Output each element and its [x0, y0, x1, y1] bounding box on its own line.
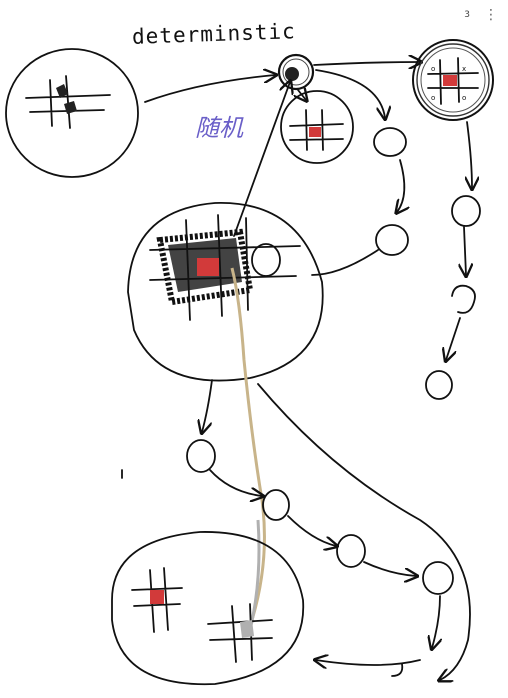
svg-text:x: x — [462, 65, 466, 73]
arrow-root-to-topright — [313, 62, 420, 65]
big-state-node — [127, 202, 324, 382]
down-node-2 — [262, 489, 290, 521]
chain-node-2 — [451, 284, 476, 314]
arrow-root-to-branch — [315, 69, 385, 118]
trail-line-tan — [230, 267, 266, 621]
down-node-4 — [422, 561, 454, 595]
arrow-branch-1-2 — [397, 159, 404, 212]
arrow-down-1-2 — [209, 469, 262, 496]
arrow-to-final-2 — [391, 663, 404, 677]
initial-state-node — [5, 48, 139, 178]
page-toolbar: 3 ⋮ — [464, 8, 498, 22]
root-node — [277, 53, 315, 91]
down-node-3 — [336, 534, 366, 568]
arrow-down-3-4 — [363, 561, 416, 576]
random-label: 随机 — [195, 114, 243, 142]
sweep-arrow-outer — [257, 383, 471, 680]
topright-grid-node: o x o o — [412, 39, 494, 121]
arrow-big-to-down-1 — [202, 379, 213, 432]
svg-text:o: o — [431, 94, 435, 102]
arrow-initial-to-root — [144, 75, 275, 103]
arrow-to-final-1 — [316, 660, 421, 665]
page-number: 3 — [464, 10, 470, 20]
chain-node-1 — [451, 195, 481, 227]
down-node-1 — [186, 439, 216, 473]
branch-node-2 — [375, 224, 409, 256]
arrow-down-4-to-bottom — [432, 595, 440, 648]
svg-text:o: o — [462, 94, 466, 102]
arrow-branch-2-to-big — [311, 249, 379, 276]
arrow-chain-1-2 — [464, 226, 466, 275]
arrow-big-to-root — [233, 82, 290, 237]
arrow-topright-to-chain — [467, 121, 472, 188]
branch-node-1 — [373, 127, 407, 157]
trail-line-gray — [248, 519, 261, 631]
chain-node-3 — [425, 370, 453, 400]
arrow-chain-2-3 — [446, 317, 461, 360]
final-state-node — [111, 531, 305, 686]
svg-text:o: o — [431, 65, 435, 73]
arrow-down-2-3 — [287, 515, 336, 546]
middle-small-node — [280, 90, 354, 164]
vertical-ellipsis-icon[interactable]: ⋮ — [484, 7, 498, 23]
arrow-root-to-middle — [298, 90, 306, 100]
